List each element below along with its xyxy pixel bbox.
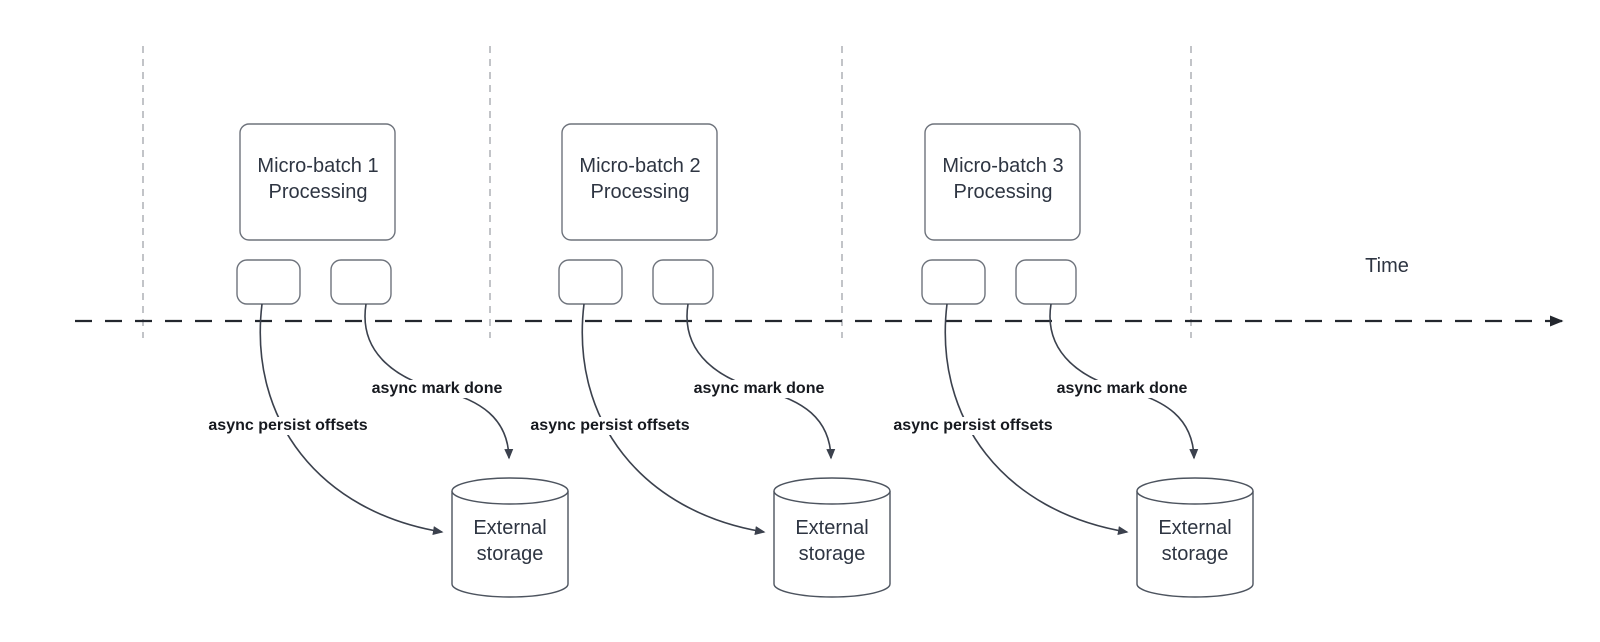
task-box-mark-done	[1015, 259, 1077, 305]
external-storage-label: External storage	[473, 517, 547, 565]
mark-done-label: async mark done	[1052, 380, 1192, 398]
task-box-persist	[558, 259, 623, 305]
task-box-mark-done	[652, 259, 714, 305]
external-storage-cylinder-top	[773, 477, 891, 505]
mark-done-label: async mark done	[689, 380, 829, 398]
task-box-persist	[921, 259, 986, 305]
micro-batch-box	[239, 123, 396, 241]
task-box-mark-done	[330, 259, 392, 305]
micro-batch-label: Micro-batch 1 Processing	[257, 155, 379, 203]
time-label: Time	[1365, 255, 1409, 277]
external-storage-cylinder-body	[773, 491, 891, 598]
external-storage-cylinder-top	[451, 477, 569, 505]
micro-batch-box	[561, 123, 718, 241]
external-storage-cylinder-body	[1136, 491, 1254, 598]
persist-offsets-arrow	[259, 303, 444, 535]
external-storage-label: External storage	[795, 517, 869, 565]
micro-batch-group-3	[921, 123, 1254, 598]
micro-batch-label: Micro-batch 2 Processing	[579, 155, 701, 203]
micro-batch-group-2	[558, 123, 891, 598]
persist-offsets-arrow	[581, 303, 766, 535]
task-box-persist	[236, 259, 301, 305]
persist-offsets-label: async persist offsets	[526, 417, 694, 435]
external-storage-cylinder-body	[451, 491, 569, 598]
persist-offsets-label: async persist offsets	[889, 417, 1057, 435]
external-storage-label: External storage	[1158, 517, 1232, 565]
micro-batch-box	[924, 123, 1081, 241]
external-storage-cylinder-top	[1136, 477, 1254, 505]
micro-batch-label: Micro-batch 3 Processing	[942, 155, 1064, 203]
mark-done-label: async mark done	[367, 380, 507, 398]
persist-offsets-arrow	[944, 303, 1129, 535]
persist-offsets-label: async persist offsets	[204, 417, 372, 435]
